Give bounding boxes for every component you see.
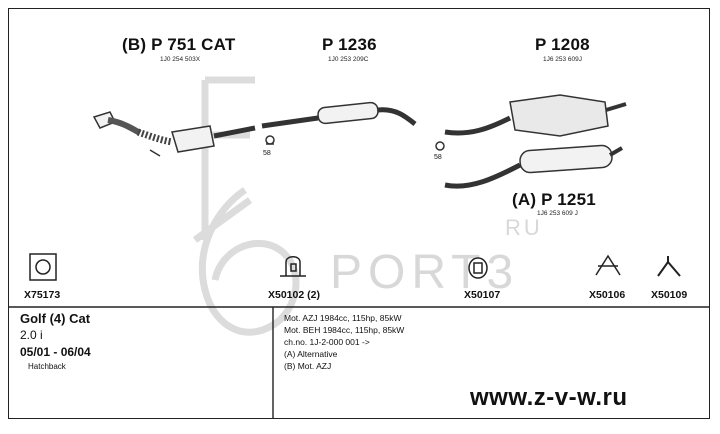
- clip-size-right: 58: [434, 154, 442, 161]
- fitting-code-4: X50106: [589, 289, 626, 301]
- hanger-ring-icon: [468, 257, 488, 279]
- note-line: ch.no. 1J-2-000 001 ->: [284, 337, 370, 347]
- flange-gasket-icon: [29, 253, 57, 281]
- part-label-p1251: (A) P 1251: [512, 190, 596, 209]
- note-line: Mot. AZJ 1984cc, 115hp, 85kW: [284, 313, 402, 323]
- part-label-p751: (B) P 751 CAT: [122, 35, 236, 54]
- watermark-suffix: RU: [505, 215, 543, 240]
- alt-silencer: [444, 144, 624, 189]
- diagram-frame: [8, 8, 710, 419]
- vehicle-body: Hatchback: [28, 362, 66, 371]
- note-line: (B) Mot. AZJ: [284, 361, 332, 371]
- oem-p1251: 1J6 253 609 J: [537, 210, 578, 217]
- y-hanger-icon: [657, 256, 681, 277]
- vehicle-engine: 2.0 i: [20, 328, 43, 342]
- clamp-bracket-icon: [595, 254, 621, 276]
- site-url: www.z-v-w.ru: [470, 384, 628, 411]
- fitting-code-2: X50102 (2): [268, 289, 320, 301]
- part-label-p1208: P 1208: [535, 35, 590, 54]
- part-label-p1236: P 1236: [322, 35, 377, 54]
- clip-size-left: 58: [263, 150, 271, 157]
- oem-p1208: 1J6 253 609J: [543, 56, 583, 63]
- fitting-code-5: X50109: [651, 289, 688, 301]
- vehicle-years: 05/01 - 06/04: [20, 345, 91, 359]
- cat-converter: [92, 111, 256, 157]
- engine-notes: Mot. AZJ 1984cc, 115hp, 85kW Mot. BEH 19…: [284, 312, 404, 372]
- rubber-mount-icon: [280, 256, 306, 277]
- fitting-code-1: X75173: [24, 289, 61, 301]
- middle-silencer: [261, 101, 417, 145]
- oem-p1236: 1J0 253 209C: [328, 56, 369, 63]
- rear-silencer: [435, 94, 627, 151]
- fitting-code-3: X50107: [464, 289, 501, 301]
- vehicle-model: Golf (4) Cat: [20, 311, 91, 326]
- oem-p751: 1J0 254 503X: [160, 56, 201, 63]
- note-line: Mot. BEH 1984cc, 115hp, 85kW: [284, 325, 405, 335]
- note-line: (A) Alternative: [284, 349, 338, 359]
